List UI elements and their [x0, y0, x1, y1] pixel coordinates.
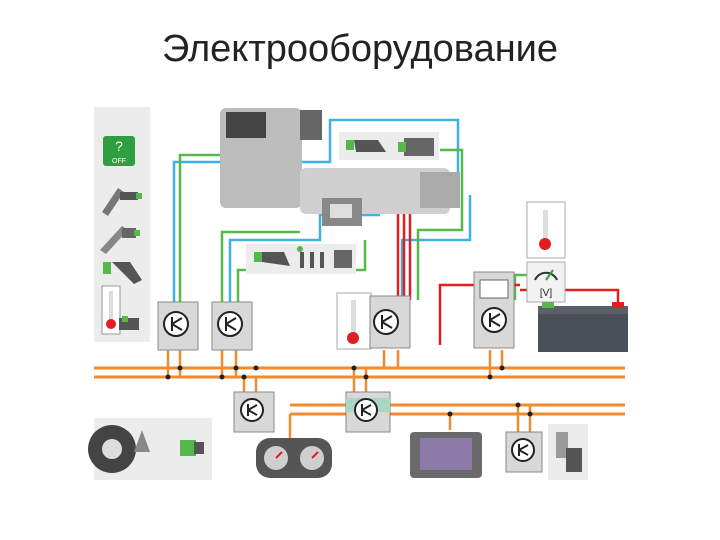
- voltmeter-icon: [V]: [526, 261, 566, 303]
- battery-icon: [538, 302, 628, 352]
- seat-belt-icon: [548, 424, 588, 480]
- ecu-icon[interactable]: [345, 391, 391, 433]
- orange-bus-upper: [94, 366, 625, 379]
- ecu-icon[interactable]: [233, 391, 275, 433]
- ecu-icon[interactable]: [211, 301, 253, 351]
- ecu-icon[interactable]: [473, 271, 515, 349]
- wheel-speed-sensor-icon: [88, 418, 212, 480]
- page-title: Электрооборудование: [161, 28, 559, 70]
- voltmeter-unit-label: [V]: [540, 288, 552, 299]
- sensor-plug-icon: [339, 132, 439, 160]
- coolant-thermometer-icon: [336, 292, 372, 350]
- coolant-thermometer-icon: [526, 201, 566, 259]
- ecu-icon[interactable]: [369, 295, 411, 349]
- off-label: OFF: [112, 158, 126, 165]
- brake-pedal-icon: [100, 226, 140, 254]
- engine-gearbox-icon: [220, 108, 460, 226]
- ecu-icon[interactable]: [505, 431, 543, 473]
- instrument-cluster-icon: [256, 438, 332, 478]
- help-symbol: ?: [115, 138, 123, 154]
- orange-bus-lower: [290, 403, 625, 416]
- help-off-button-icon[interactable]: ? OFF: [103, 136, 135, 166]
- navigation-display-icon: [410, 432, 482, 478]
- temperature-sensor-icon: [101, 285, 139, 335]
- pedal-sensor-icon: [102, 188, 142, 216]
- ecu-icon[interactable]: [157, 301, 199, 351]
- injector-icon: [103, 262, 142, 284]
- orange-drops: [166, 350, 532, 440]
- sensor-plug-icon: [246, 244, 356, 274]
- junction-dots: [165, 365, 533, 417]
